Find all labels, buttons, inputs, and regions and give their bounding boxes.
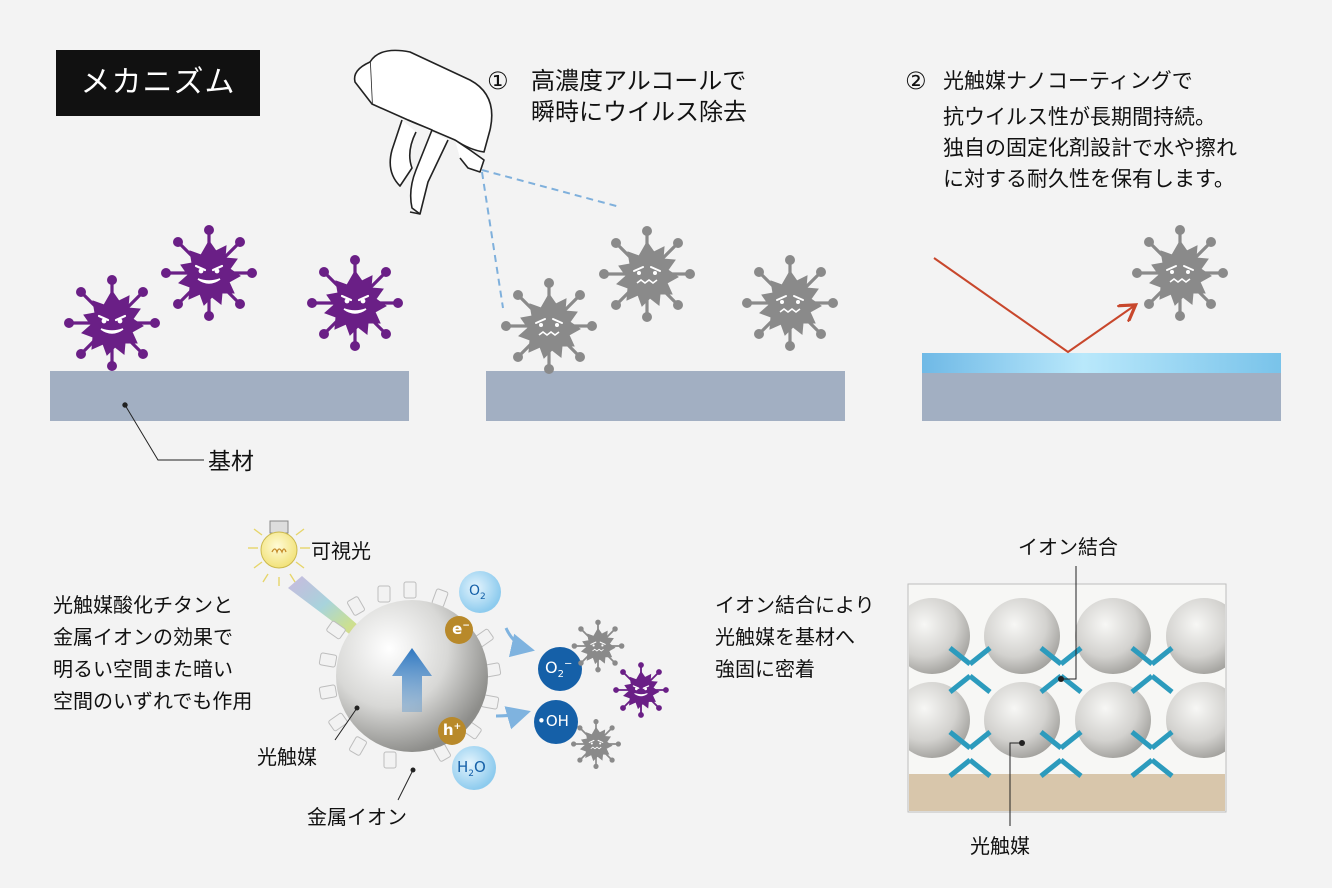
titanium-description: 光触媒酸化チタンと 金属イオンの効果で 明るい空間また暗い 空間のいずれでも作用 [53,589,252,717]
step2-line-3: 独自の固定化剤設計で水や擦れ [943,133,1237,164]
bond-line-3: 強固に密着 [715,653,875,685]
virus-icon [502,279,597,374]
step1-marker: ① [487,66,509,97]
light-beam [288,576,388,660]
virus-icon [572,620,624,672]
virus-icon [600,227,695,322]
electron-label: 電子 [391,622,421,643]
virus-icon [162,226,257,321]
page-title: メカニズム [56,50,260,116]
electron-badge-label: e− [449,620,473,638]
o2-label: O2 [469,583,486,602]
superoxide-label: O2− [545,658,572,680]
photocatalyst-bottom-label: 光触媒 [970,831,1030,862]
metal-ion-label: 金属イオン [307,802,407,833]
bond-line-2: 光触媒を基材へ [715,621,875,653]
ion-bond-label: イオン結合 [1018,532,1118,563]
step2-line-1: 光触媒ナノコーティングで [943,66,1193,97]
arrow-o2 [506,628,532,650]
step1-line-2: 瞬時にウイルス除去 [531,97,747,128]
substrate-plate-1 [50,371,409,421]
visible-light-label: 可視光 [311,536,371,567]
virus-icon [308,256,403,351]
titanium-line-3: 明るい空間また暗い [53,653,252,685]
titanium-line-1: 光触媒酸化チタンと [53,589,252,621]
ion-bond-diagram [894,566,1242,826]
virus-icon [613,662,668,717]
step2-marker: ② [905,66,927,97]
substrate-plate-2 [486,371,845,421]
virus-icon [1133,226,1228,321]
photocatalyst-label: 光触媒 [257,742,317,773]
bond-line-1: イオン結合により [715,589,875,621]
spray-mist [482,170,620,308]
step2-line-4: に対する耐久性を保有します。 [943,164,1235,195]
h2o-label: H2O [457,758,486,779]
hydroxyl-label: •OH [537,712,569,730]
arrow-oh [496,712,528,716]
virus-icon [65,276,160,371]
virus-icon [743,256,838,351]
virus-icon [571,719,620,768]
hole-badge-label: h+ [440,721,464,739]
hole-label: 正孔 [391,723,421,744]
reflect-arrow [934,258,1134,352]
step1-line-1: 高濃度アルコールで [531,66,746,97]
titanium-line-4: 空間のいずれでも作用 [53,685,252,717]
bond-description: イオン結合により 光触媒を基材へ 強固に密着 [715,589,875,685]
coating-layer [922,353,1281,373]
substrate-label: 基材 [208,447,254,478]
step2-line-2: 抗ウイルス性が長期間持続。 [943,102,1216,133]
light-bulb-icon [248,521,310,586]
titanium-line-2: 金属イオンの効果で [53,621,252,653]
substrate-plate-3 [922,371,1281,421]
spray-bottle-icon [355,50,492,214]
